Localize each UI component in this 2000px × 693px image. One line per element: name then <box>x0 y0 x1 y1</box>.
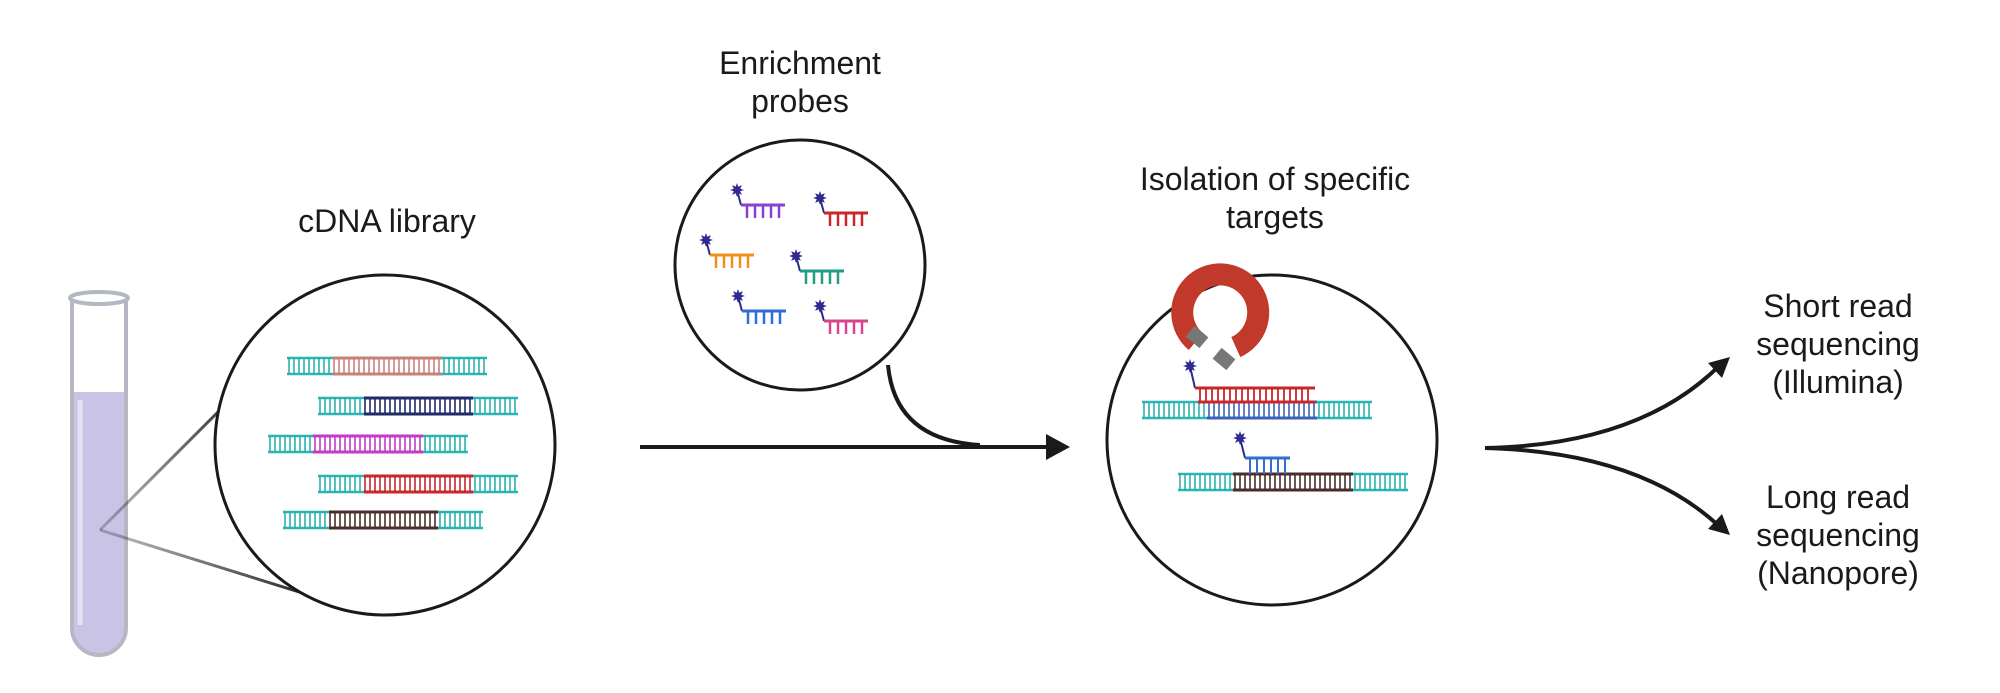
cdna-library-label: cDNA library <box>262 202 512 240</box>
captured-fragment-1 <box>1142 400 1372 420</box>
enrichment-line2: probes <box>751 83 849 119</box>
short-read-line2: sequencing <box>1756 326 1920 362</box>
isolation-circle <box>1105 273 1439 607</box>
probe-blue <box>731 289 786 324</box>
short-read-line3: (Illumina) <box>1772 364 1904 400</box>
magnet-icon <box>1171 263 1270 371</box>
zoom-line-bottom <box>99 528 326 602</box>
captured-fragments <box>1142 359 1408 492</box>
long-read-line3: (Nanopore) <box>1757 555 1919 591</box>
main-flow-arrow <box>640 434 1070 460</box>
probe-merge-curve <box>886 364 981 447</box>
probe-purple <box>730 183 785 218</box>
isolation-line2: targets <box>1226 199 1324 235</box>
cdna-library-text: cDNA library <box>298 203 476 239</box>
fragment-5 <box>283 510 483 530</box>
fragment-3 <box>268 434 468 454</box>
short-read-arrowhead <box>1708 357 1730 378</box>
long-read-line2: sequencing <box>1756 517 1920 553</box>
fragment-1 <box>287 356 487 376</box>
split-arrows <box>1484 357 1730 535</box>
captured-fragment-2 <box>1178 472 1408 492</box>
probe-pink <box>813 299 868 334</box>
long-read-label: Long read sequencing (Nanopore) <box>1718 478 1958 592</box>
probe-green <box>789 249 844 284</box>
enrichment-line1: Enrichment <box>719 45 881 81</box>
probe-set <box>699 183 868 334</box>
enrichment-probes-circle <box>673 138 927 392</box>
long-read-line1: Long read <box>1765 479 1911 515</box>
tube-glass <box>70 300 128 657</box>
long-read-arrow <box>1484 446 1722 529</box>
probe-red <box>813 191 868 226</box>
probe-orange <box>699 233 754 268</box>
cdna-fragments <box>268 356 518 530</box>
bound-probe-red <box>1183 359 1315 404</box>
short-read-arrow <box>1484 363 1722 450</box>
isolation-line1: Isolation of specific <box>1139 161 1411 197</box>
isolation-label: Isolation of specific targets <box>1110 160 1440 236</box>
test-tube-icon <box>68 290 130 657</box>
bound-probe-blue <box>1233 431 1290 474</box>
fragment-4 <box>318 474 518 494</box>
fragment-2 <box>318 396 518 416</box>
tube-rim <box>68 290 130 306</box>
enrichment-probes-label: Enrichment probes <box>670 44 930 120</box>
long-read-arrowhead <box>1708 514 1730 535</box>
short-read-line1: Short read <box>1763 288 1913 324</box>
tube-liquid <box>72 392 126 655</box>
short-read-label: Short read sequencing (Illumina) <box>1718 287 1958 401</box>
arrowhead <box>1046 434 1070 460</box>
